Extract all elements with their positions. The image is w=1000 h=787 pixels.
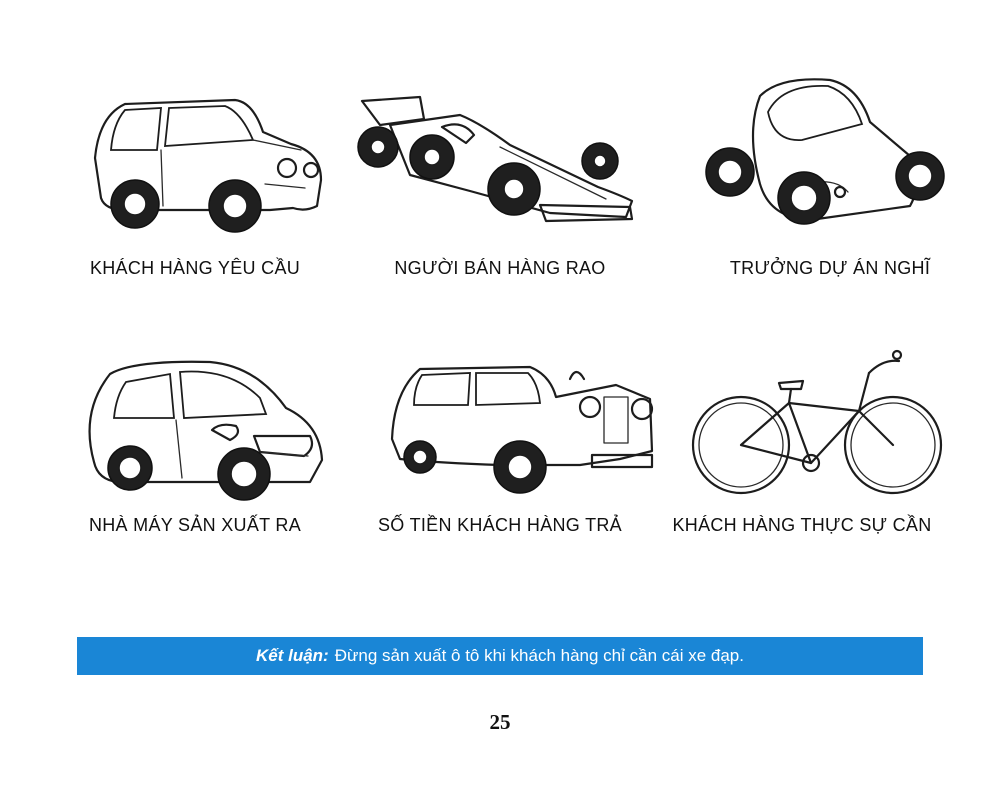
illustration-race-car [350,95,650,235]
conclusion-label: Kết luận: [256,646,329,665]
hatchback-car-icon [88,360,324,501]
caption-mini-car: KHÁCH HÀNG YÊU CẦU [89,258,301,278]
conclusion-banner: Kết luận: Đừng sản xuất ô tô khi khách h… [77,637,923,675]
conclusion-text: Đừng sản xuất ô tô khi khách hàng chỉ cầ… [334,646,744,665]
race-car-icon [357,95,634,223]
mini-car-icon [93,98,323,233]
caption-race-car: NGƯỜI BÁN HÀNG RAO [394,258,606,278]
illustration-luxury-car [370,355,670,505]
luxury-car-icon [390,365,654,494]
illustration-bicycle [668,345,968,505]
illustration-hatchback-car [45,352,345,502]
caption-luxury-car: SỐ TIỀN KHÁCH HÀNG TRẢ [378,515,622,535]
caption-hatchback-car: NHÀ MÁY SẢN XUẤT RA [88,515,302,535]
page-number: 25 [489,710,511,734]
concept-car-icon [705,78,945,225]
illustration-mini-car [45,88,345,238]
bicycle-icon [691,349,943,495]
caption-concept-car: TRƯỞNG DỰ ÁN NGHĨ [729,258,931,278]
illustration-concept-car [670,72,970,232]
caption-bicycle: KHÁCH HÀNG THỰC SỰ CẦN [672,515,932,535]
